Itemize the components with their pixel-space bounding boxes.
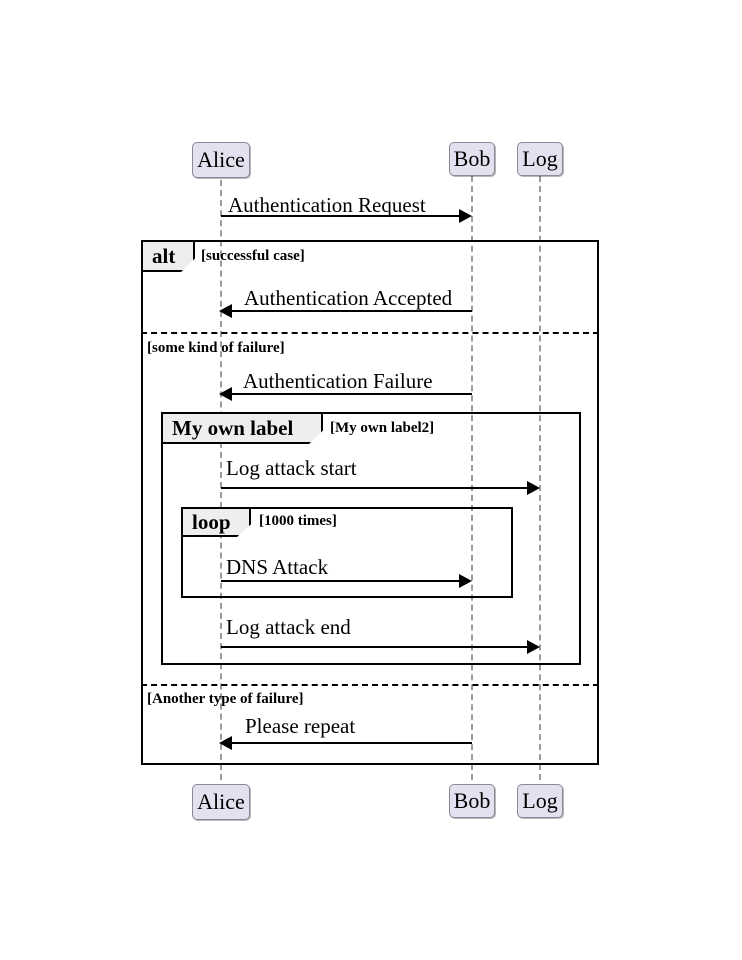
frame-tab-label: loop	[192, 509, 231, 534]
message-arrowhead-left	[219, 387, 232, 401]
participant-log-bottom[interactable]: Log	[517, 784, 563, 818]
frame-guard-my-own-label: [My own label2]	[330, 420, 435, 436]
message-label-authentication-accepted: Authentication Accepted	[244, 286, 453, 310]
frame-guard-alt-section-1: [successful case]	[201, 248, 305, 264]
message-arrowhead-right	[527, 481, 540, 495]
frame-tab-label: alt	[152, 243, 176, 268]
frame-my-own-label	[161, 412, 581, 665]
participant-label: Bob	[453, 146, 491, 171]
message-line-please-repeat	[228, 742, 472, 744]
message-label-authentication-failure: Authentication Failure	[243, 369, 433, 393]
message-line-log-attack-end	[221, 646, 533, 648]
frame-divider-alt-1	[141, 332, 599, 334]
participant-bob-bottom[interactable]: Bob	[449, 784, 495, 818]
message-line-dns-attack	[221, 580, 465, 582]
frame-guard-alt-section-2: [some kind of failure]	[147, 340, 285, 356]
participant-alice-top[interactable]: Alice	[192, 142, 250, 178]
participant-label: Alice	[197, 789, 245, 814]
lifeline-bob	[471, 176, 473, 780]
message-arrowhead-right	[459, 209, 472, 223]
frame-loop	[181, 507, 513, 598]
participant-label: Log	[522, 788, 558, 813]
message-line-authentication-failure	[228, 393, 472, 395]
message-label-log-attack-start: Log attack start	[226, 456, 357, 480]
participant-bob-top[interactable]: Bob	[449, 142, 495, 176]
frame-tab-label: My own label	[172, 415, 294, 440]
participant-label: Log	[522, 146, 558, 171]
lifeline-alice	[220, 180, 222, 780]
message-arrowhead-left	[219, 736, 232, 750]
message-label-please-repeat: Please repeat	[245, 714, 356, 738]
message-line-authentication-request	[221, 215, 465, 217]
message-label-log-attack-end: Log attack end	[226, 615, 351, 639]
frame-alt	[141, 240, 599, 765]
participant-log-top[interactable]: Log	[517, 142, 563, 176]
message-arrowhead-right	[527, 640, 540, 654]
message-label-authentication-request: Authentication Request	[228, 193, 426, 217]
message-arrowhead-left	[219, 304, 232, 318]
frame-guard-loop: [1000 times]	[259, 513, 337, 529]
frame-tab-loop: loop	[183, 509, 251, 537]
message-line-log-attack-start	[221, 487, 533, 489]
message-arrowhead-right	[459, 574, 472, 588]
message-line-authentication-accepted	[228, 310, 472, 312]
lifeline-log	[539, 176, 541, 780]
participant-label: Alice	[197, 147, 245, 172]
message-label-dns-attack: DNS Attack	[226, 555, 329, 579]
participant-alice-bottom[interactable]: Alice	[192, 784, 250, 820]
frame-tab-my-own-label: My own label	[163, 414, 323, 444]
frame-guard-alt-section-3: [Another type of failure]	[147, 691, 304, 707]
frame-divider-alt-2	[141, 684, 599, 686]
participant-label: Bob	[453, 788, 491, 813]
